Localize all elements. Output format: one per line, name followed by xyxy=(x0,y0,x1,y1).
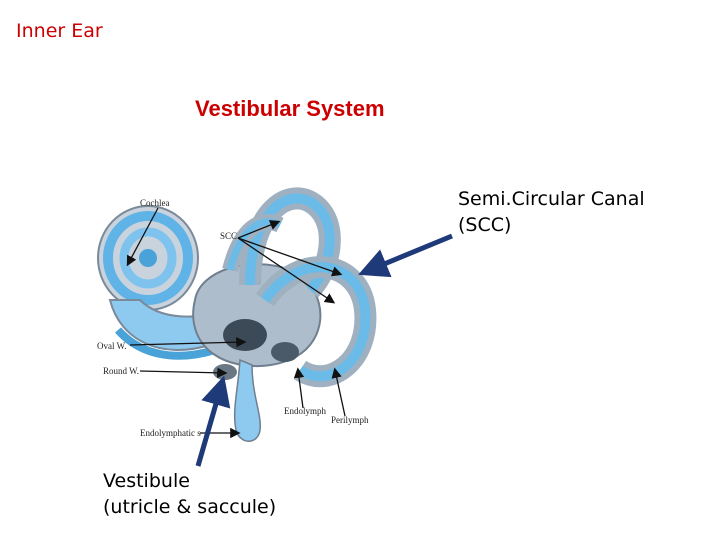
label-scc-small: SCC xyxy=(220,231,237,241)
vestibule-callout-line1: Vestibule xyxy=(103,470,190,492)
vestibule-callout-arrow xyxy=(195,375,231,467)
scc-callout-line1: Semi.Circular Canal xyxy=(458,188,645,210)
label-endolymphatic-sac: Endolymphatic s xyxy=(140,428,201,438)
corner-title: Inner Ear xyxy=(16,20,103,42)
endolymphatic-duct xyxy=(233,358,262,442)
label-perilymph: Perilymph xyxy=(331,415,369,425)
inner-ear-illustration xyxy=(97,187,377,442)
cochlea-shape xyxy=(97,205,199,311)
semicircular-canals xyxy=(222,187,377,388)
page-title: Vestibular System xyxy=(195,96,385,121)
vestibule-callout: Vestibule (utricle & saccule) xyxy=(103,468,276,520)
label-cochlea: Cochlea xyxy=(140,198,170,208)
label-endolymph: Endolymph xyxy=(284,406,326,416)
scc-callout-arrow xyxy=(358,233,453,278)
label-oval-window: Oval W. xyxy=(97,341,127,351)
pointer-arrows xyxy=(126,207,346,439)
scc-callout-line2: (SCC) xyxy=(458,214,512,236)
label-round-window: Round W. xyxy=(103,366,139,376)
vestibule-callout-line2: (utricle & saccule) xyxy=(103,496,277,518)
scc-callout: Semi.Circular Canal (SCC) xyxy=(458,186,645,238)
